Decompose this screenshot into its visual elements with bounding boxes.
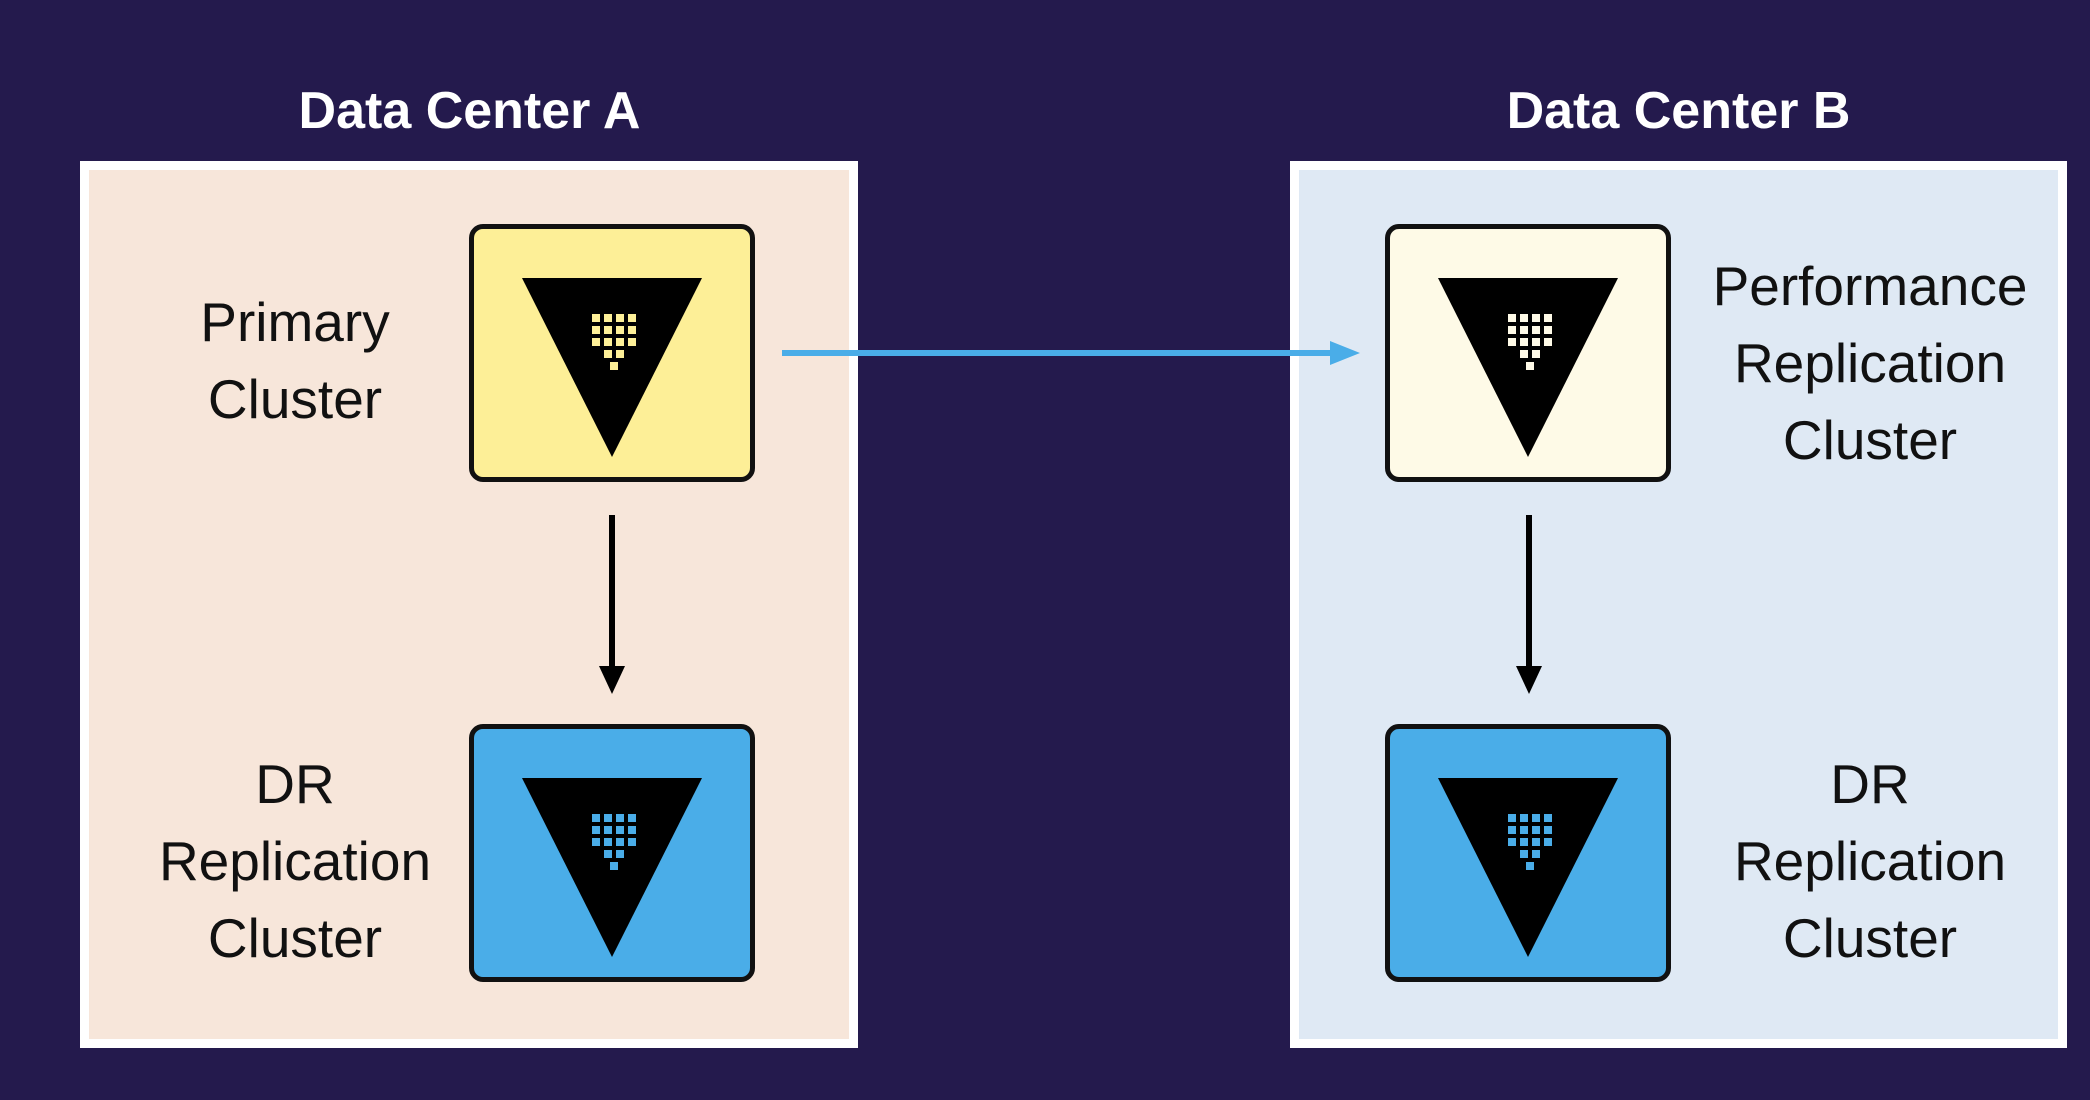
vault-grid-square bbox=[1520, 314, 1528, 322]
vault-grid-square bbox=[1508, 838, 1516, 846]
vault-grid-square bbox=[628, 826, 636, 834]
vault-grid-square bbox=[1532, 326, 1540, 334]
primary-cluster-label: Primary Cluster bbox=[200, 291, 390, 430]
vault-grid-square bbox=[1532, 850, 1540, 858]
vault-grid-square bbox=[1508, 326, 1516, 334]
vault-grid-square bbox=[1532, 814, 1540, 822]
vault-grid-square bbox=[1544, 826, 1552, 834]
vault-grid-square bbox=[1520, 326, 1528, 334]
vault-grid-square bbox=[604, 814, 612, 822]
vault-grid-square bbox=[1508, 314, 1516, 322]
vault-grid-square bbox=[1544, 338, 1552, 346]
vault-grid-square bbox=[1544, 326, 1552, 334]
dc-a-dr-cluster-node[interactable] bbox=[469, 724, 755, 982]
vault-grid-square bbox=[616, 838, 624, 846]
vault-grid-square bbox=[610, 362, 618, 370]
vault-grid-square bbox=[1532, 350, 1540, 358]
data-center-a-title: Data Center A bbox=[298, 82, 641, 140]
vault-grid-square bbox=[1508, 338, 1516, 346]
vault-grid-square bbox=[628, 338, 636, 346]
data-center-b-title: Data Center B bbox=[1506, 82, 1851, 140]
vault-grid-square bbox=[616, 338, 624, 346]
vault-triangle-icon bbox=[522, 278, 702, 457]
vault-grid-square bbox=[628, 838, 636, 846]
vault-grid-square bbox=[592, 814, 600, 822]
vault-grid-square bbox=[1544, 814, 1552, 822]
vault-grid-square bbox=[1520, 350, 1528, 358]
vault-grid-square bbox=[610, 862, 618, 870]
performance-replication-cluster-node[interactable] bbox=[1385, 224, 1671, 482]
vault-triangle-icon bbox=[522, 778, 702, 957]
vault-grid-square bbox=[616, 850, 624, 858]
performance-replication-cluster-label: Performance Replication Cluster bbox=[1712, 255, 2028, 471]
vault-triangle-icon bbox=[1438, 278, 1618, 457]
vault-grid-square bbox=[1544, 314, 1552, 322]
vault-grid-square bbox=[1520, 814, 1528, 822]
vault-grid-square bbox=[604, 314, 612, 322]
vault-grid-square bbox=[592, 326, 600, 334]
vault-grid-square bbox=[616, 814, 624, 822]
vault-grid-square bbox=[1520, 338, 1528, 346]
dc-b-dr-cluster-node[interactable] bbox=[1385, 724, 1671, 982]
vault-grid-square bbox=[628, 314, 636, 322]
vault-grid-square bbox=[592, 338, 600, 346]
vault-grid-square bbox=[616, 350, 624, 358]
performance-replication-arrow bbox=[782, 341, 1360, 365]
vault-grid-square bbox=[604, 350, 612, 358]
vault-grid-square bbox=[616, 326, 624, 334]
vault-triangle-icon bbox=[1438, 778, 1618, 957]
vault-grid-square bbox=[604, 838, 612, 846]
vault-grid-square bbox=[1508, 826, 1516, 834]
dc-b-dr-cluster-label: DR Replication Cluster bbox=[1733, 753, 2007, 969]
primary-cluster-node[interactable] bbox=[469, 224, 755, 482]
vault-grid-square bbox=[592, 826, 600, 834]
vault-grid-square bbox=[616, 826, 624, 834]
vault-grid-square bbox=[1532, 314, 1540, 322]
vault-grid-square bbox=[1520, 838, 1528, 846]
vault-grid-square bbox=[604, 850, 612, 858]
vault-grid-square bbox=[592, 838, 600, 846]
vault-grid-square bbox=[604, 338, 612, 346]
vault-grid-square bbox=[1532, 826, 1540, 834]
vault-grid-square bbox=[604, 326, 612, 334]
dc-a-dr-cluster-label: DR Replication Cluster bbox=[158, 753, 432, 969]
vault-grid-square bbox=[1544, 838, 1552, 846]
vault-grid-square bbox=[616, 314, 624, 322]
vault-grid-square bbox=[1526, 862, 1534, 870]
vault-grid-square bbox=[628, 326, 636, 334]
vault-grid-square bbox=[1526, 362, 1534, 370]
vault-grid-square bbox=[592, 314, 600, 322]
vault-grid-square bbox=[1520, 826, 1528, 834]
vault-grid-square bbox=[1532, 338, 1540, 346]
vault-grid-square bbox=[1520, 850, 1528, 858]
vault-grid-square bbox=[628, 814, 636, 822]
vault-grid-square bbox=[1508, 814, 1516, 822]
vault-grid-square bbox=[1532, 838, 1540, 846]
vault-grid-square bbox=[604, 826, 612, 834]
